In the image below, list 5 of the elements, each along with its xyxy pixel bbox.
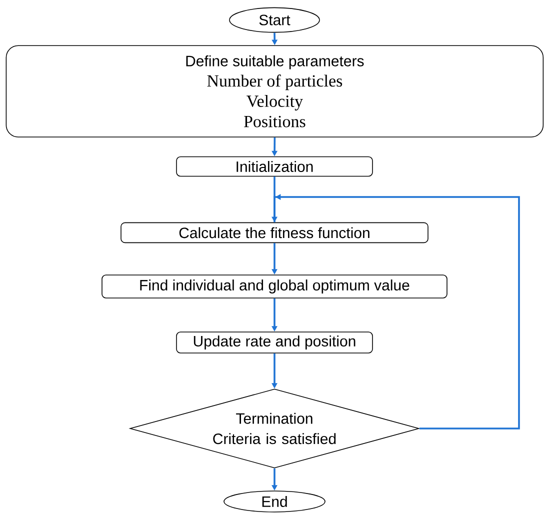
process-box: Calculate the fitness function xyxy=(120,222,428,244)
process-box: Initialization xyxy=(176,156,373,177)
process-box: Update rate and position xyxy=(176,332,373,354)
process-box: Find individual and global optimum value xyxy=(102,274,448,298)
process-box: Define suitable parameters Number of particles Velocity Positions xyxy=(6,45,544,138)
